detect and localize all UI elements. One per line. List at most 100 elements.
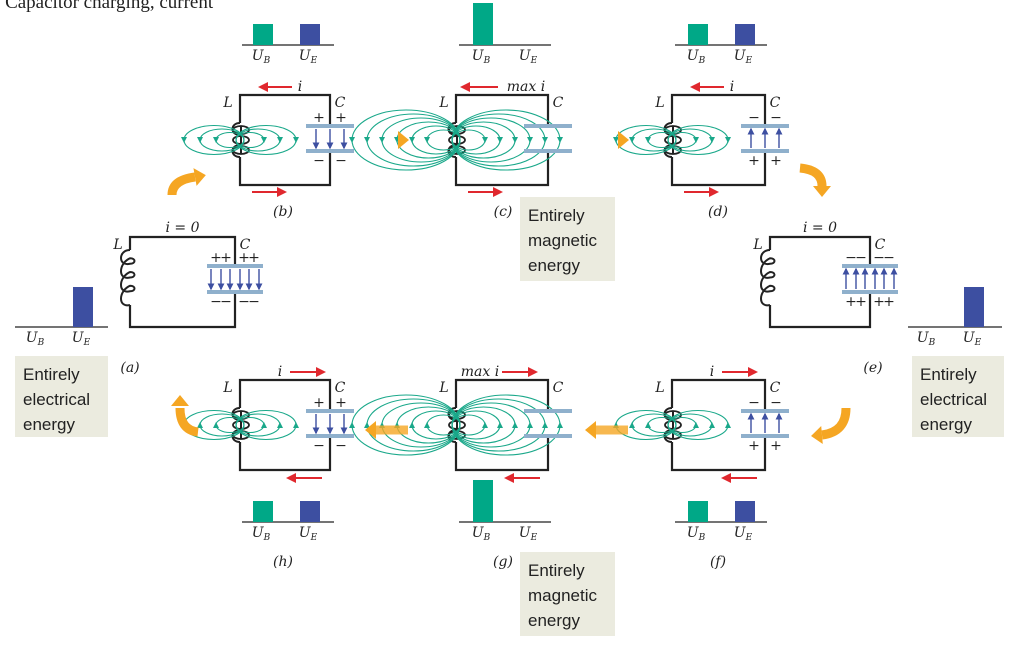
- field-arrow: [181, 137, 187, 143]
- energy-symbol: U: [252, 48, 265, 64]
- field-arrow: [349, 422, 355, 428]
- electric-energy-label: UE: [734, 525, 753, 543]
- magnetic-field-line: [667, 128, 713, 152]
- energy-subscript: E: [530, 56, 538, 66]
- current-label: i: [710, 364, 714, 380]
- magnetic-field-line: [411, 410, 461, 440]
- electric-energy-label: UE: [299, 48, 318, 66]
- box-line: Entirely: [920, 365, 977, 384]
- charge-sign-top: −: [883, 250, 895, 266]
- energy-subscript: E: [83, 338, 91, 348]
- inductor-coil-icon: [663, 407, 682, 443]
- electric-energy-label: UE: [72, 330, 91, 348]
- current-label: i: [730, 79, 734, 95]
- electric-energy-label: UE: [519, 525, 538, 543]
- energy-subscript: B: [698, 533, 706, 543]
- electric-energy-bar: [300, 24, 320, 45]
- current-label: max i: [461, 364, 499, 380]
- energy-subscript: E: [310, 533, 318, 543]
- energy-bar-chart: UB UE: [459, 480, 551, 543]
- charge-sign-top: −: [845, 250, 857, 266]
- box-line: Entirely: [528, 206, 585, 225]
- flow-arrowhead: [171, 395, 189, 406]
- current-label: i = 0: [165, 220, 199, 236]
- inductor-coil-icon: [231, 122, 250, 158]
- charge-sign-top: +: [313, 395, 325, 411]
- magnetic-field-line: [235, 413, 281, 437]
- field-arrow: [512, 137, 518, 143]
- flow-arrow-head: [193, 168, 206, 186]
- box-line: energy: [528, 611, 580, 630]
- field-arrow: [197, 422, 203, 428]
- charge-sign-bottom: +: [748, 438, 760, 454]
- field-arrow: [645, 137, 651, 143]
- flow-arrow-head: [365, 421, 376, 439]
- figure-caption: ) Capacitor charging, current: [0, 0, 214, 13]
- circuit-wire: [454, 378, 550, 472]
- inductor-label: L: [654, 95, 664, 111]
- energy-box-magnetic-bottom: Entirely magnetic energy: [520, 552, 615, 636]
- field-arrow: [527, 422, 533, 428]
- energy-symbol: U: [299, 48, 312, 64]
- energy-box-electrical-left: Entirely electrical energy: [15, 356, 108, 437]
- flow-arrow-head: [618, 131, 629, 149]
- charge-sign-bottom: +: [770, 438, 782, 454]
- panel-label: (b): [273, 204, 293, 220]
- circuit-wire: [128, 235, 237, 329]
- charge-sign-bottom: −: [248, 294, 260, 310]
- coil-loop: [120, 249, 136, 307]
- flow-arrowhead: [365, 421, 376, 439]
- energy-subscript: B: [263, 533, 271, 543]
- flow-arrowhead: [618, 131, 629, 149]
- charge-sign-bottom: +: [873, 294, 885, 310]
- energy-symbol: U: [917, 330, 930, 346]
- inductor-label: L: [438, 380, 448, 396]
- energy-symbol: U: [687, 525, 700, 541]
- field-arrow: [512, 422, 518, 428]
- field-arrow: [409, 137, 415, 143]
- inductor-label: L: [222, 95, 232, 111]
- energy-subscript: B: [698, 56, 706, 66]
- inductor-label: L: [112, 237, 122, 253]
- capacitor-label: C: [770, 95, 781, 111]
- field-arrow: [277, 422, 283, 428]
- energy-subscript: E: [310, 56, 318, 66]
- magnetic-energy-label: UB: [252, 48, 271, 66]
- box-line: energy: [920, 415, 972, 434]
- inductor-coil-icon: [231, 407, 250, 443]
- magnetic-field-line: [631, 128, 677, 152]
- charge-sign-bottom: +: [845, 294, 857, 310]
- magnetic-energy-bar: [473, 3, 493, 45]
- energy-bar-chart: UB UE: [675, 501, 767, 543]
- magnetic-energy-bar: [688, 24, 708, 45]
- charge-sign-top: −: [770, 395, 782, 411]
- charge-sign-bottom: −: [220, 294, 232, 310]
- inductor-coil-icon: [120, 249, 136, 307]
- magnetic-energy-bar: [253, 24, 273, 45]
- magnetic-energy-label: UB: [472, 525, 491, 543]
- electric-energy-bar: [300, 501, 320, 522]
- charge-sign-top: −: [873, 250, 885, 266]
- field-arrow: [482, 422, 488, 428]
- energy-symbol: U: [519, 48, 532, 64]
- box-line: energy: [23, 415, 75, 434]
- field-arrow: [293, 422, 299, 428]
- energy-subscript: B: [37, 338, 45, 348]
- box-line: Entirely: [23, 365, 80, 384]
- panel-label: (c): [494, 204, 513, 220]
- box-line: magnetic: [528, 586, 597, 605]
- magnetic-energy-label: UB: [917, 330, 936, 348]
- capacitor-label: C: [335, 95, 346, 111]
- capacitor-icon: +−+−: [306, 395, 354, 454]
- capacitor-label: C: [553, 380, 564, 396]
- field-arrow: [709, 137, 715, 143]
- field-arrow: [645, 422, 651, 428]
- field-arrow: [557, 422, 563, 428]
- charge-sign-bottom: −: [210, 294, 222, 310]
